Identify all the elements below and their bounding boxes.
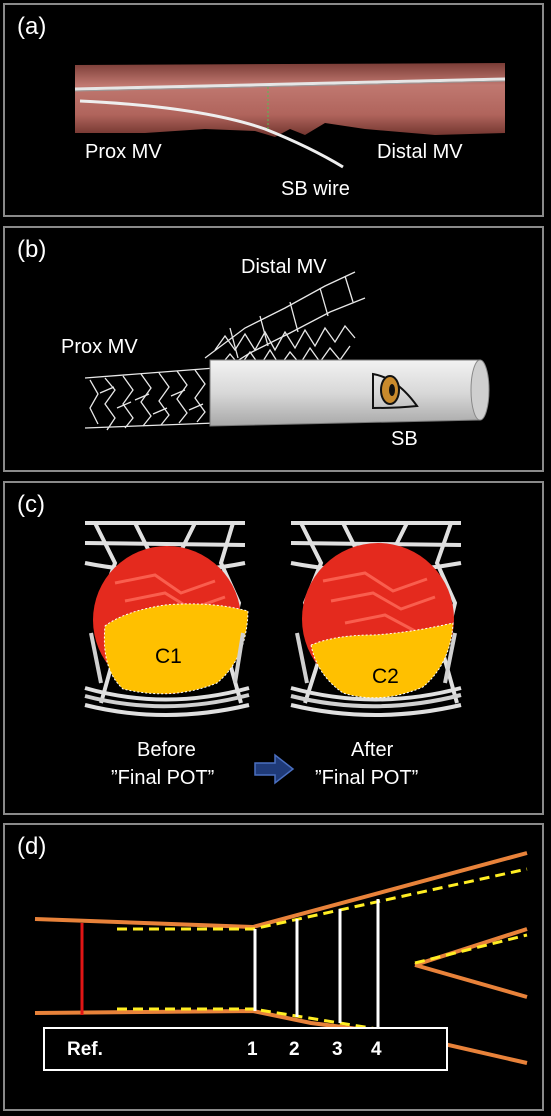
vessel-oct-image	[74, 63, 506, 169]
before-line1: Before	[137, 739, 196, 761]
panel-a-letter: (a)	[17, 13, 47, 40]
c2-label: C2	[372, 665, 399, 688]
c2-area	[310, 622, 454, 699]
before-view	[81, 513, 253, 723]
ref-legend-box: Ref. 1 2 3 4	[43, 1027, 448, 1071]
stent-3d-image	[84, 271, 490, 431]
right-arrow-icon	[254, 753, 295, 785]
lower-guide	[117, 1007, 378, 1031]
panel-b: (b)	[3, 226, 544, 472]
main-wire	[74, 77, 506, 91]
panel-d-letter: (d)	[17, 833, 47, 860]
prox-stent	[84, 367, 216, 431]
distal-mv-label: Distal MV	[377, 141, 463, 163]
marker-2: 2	[289, 1039, 300, 1060]
ref-label: Ref.	[67, 1039, 103, 1060]
upper-guide	[117, 867, 528, 931]
sb-cylinder	[209, 359, 486, 427]
after-line1: After	[351, 739, 394, 761]
sb-wire	[79, 99, 344, 169]
prox-mv-label: Prox MV	[85, 141, 162, 163]
panel-c-letter: (c)	[17, 491, 45, 518]
c1-label: C1	[155, 645, 182, 668]
before-line2: ”Final POT”	[111, 767, 215, 789]
panel-b-letter: (b)	[17, 236, 47, 263]
marker-3: 3	[332, 1039, 343, 1060]
after-line2: ”Final POT”	[315, 767, 419, 789]
vessel-tissue	[75, 63, 505, 137]
sb-wire-label: SB wire	[281, 178, 350, 200]
ostium-views	[81, 513, 467, 785]
panel-a: (a) Prox MV Distal MV SB wire	[3, 3, 544, 217]
marker-4: 4	[371, 1039, 382, 1060]
panel-d: (d) Ref. 1 2 3 4	[3, 823, 544, 1111]
distal-mv-label-b: Distal MV	[241, 256, 327, 278]
marker-1: 1	[247, 1039, 258, 1060]
panel-c: (c)	[3, 481, 544, 815]
sb-label: SB	[391, 428, 418, 450]
sb-guide	[414, 933, 528, 965]
c1-area	[103, 603, 249, 695]
eye-icon	[372, 372, 419, 410]
vessel-schematic	[34, 851, 528, 1065]
sb-lower-wall	[414, 963, 528, 999]
prox-mv-label-b: Prox MV	[61, 336, 138, 358]
after-view	[287, 513, 467, 723]
upper-wall	[34, 851, 528, 930]
